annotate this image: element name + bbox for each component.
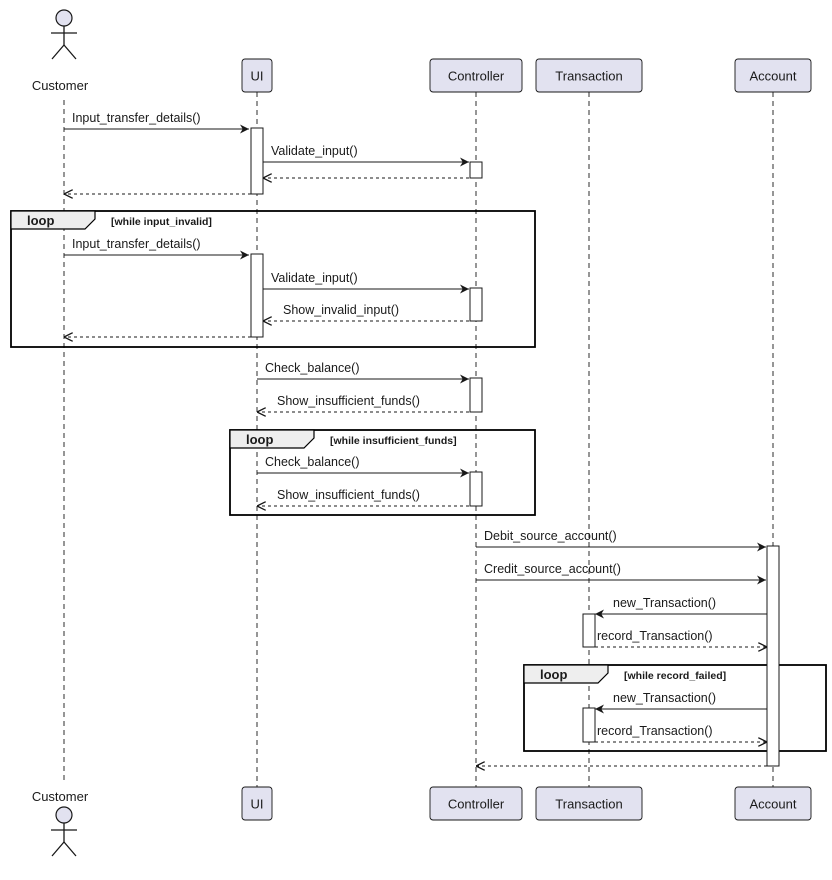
- fragment-keyword: loop: [246, 432, 273, 447]
- message-label: Check_balance(): [265, 455, 360, 469]
- message-label: Show_insufficient_funds(): [277, 488, 420, 502]
- loop-fragment: loop [while record_failed]: [523, 664, 827, 752]
- fragment-guard: [while input_invalid]: [111, 216, 212, 228]
- activation-bar-account: [766, 545, 780, 767]
- message-return: Show_invalid_input(): [263, 303, 469, 321]
- activation-bar-transaction: [582, 613, 596, 648]
- actor-head-icon: [55, 806, 73, 824]
- participant-ui-bottom: UI: [241, 786, 273, 821]
- actor-customer-top: Customer: [32, 9, 89, 93]
- participant-label: Transaction: [555, 69, 622, 84]
- message-label: Validate_input(): [271, 271, 358, 285]
- fragment-tab: [10, 210, 96, 230]
- participant-label: UI: [251, 797, 264, 812]
- participant-box: [429, 786, 523, 821]
- activation-bar-ui: [250, 127, 264, 195]
- message-call: new_Transaction(): [595, 691, 767, 714]
- activation-bar-controller: [469, 287, 483, 322]
- actor-leg-left: [51, 841, 65, 857]
- loop-fragment: loop [while input_invalid]: [10, 210, 536, 348]
- participant-box: [429, 58, 523, 93]
- fragment-frame: [10, 210, 536, 348]
- fragment-frame: [229, 429, 536, 516]
- activation-bar-controller: [469, 377, 483, 413]
- actor-leg-right: [63, 841, 77, 857]
- message-label: Validate_input(): [271, 144, 358, 158]
- message-label: Input_transfer_details(): [72, 111, 201, 125]
- participant-label: Customer: [32, 789, 89, 804]
- activation-bar-controller: [469, 161, 483, 179]
- fragment-keyword: loop: [540, 667, 567, 682]
- message-call: Input_transfer_details(): [64, 111, 249, 134]
- message-call: Debit_source_account(): [476, 529, 766, 552]
- participant-controller-bottom: Controller: [429, 786, 523, 821]
- message-label: Credit_source_account(): [484, 562, 621, 576]
- participant-box: [734, 786, 812, 821]
- message-label: Show_insufficient_funds(): [277, 394, 420, 408]
- message-return: record_Transaction(): [595, 629, 767, 647]
- message-return: Show_insufficient_funds(): [257, 394, 469, 412]
- participant-label: Account: [750, 797, 797, 812]
- message-call: Validate_input(): [263, 271, 469, 294]
- participant-label: UI: [251, 69, 264, 84]
- participant-label: Transaction: [555, 797, 622, 812]
- actor-head-icon: [55, 9, 73, 27]
- fragment-guard: [while record_failed]: [624, 670, 726, 682]
- message-call: new_Transaction(): [595, 596, 767, 619]
- fragment-tab: [229, 429, 315, 449]
- participant-box: [241, 786, 273, 821]
- activation-bar-controller: [469, 471, 483, 507]
- participant-label: Controller: [448, 797, 505, 812]
- message-label: new_Transaction(): [613, 596, 716, 610]
- message-label: new_Transaction(): [613, 691, 716, 705]
- activation-bar-ui: [250, 253, 264, 338]
- participant-transaction-top: Transaction: [535, 58, 643, 93]
- fragment-guard: [while insufficient_funds]: [330, 435, 457, 447]
- message-label: record_Transaction(): [597, 629, 713, 643]
- participant-account-top: Account: [734, 58, 812, 93]
- message-return: record_Transaction(): [595, 724, 767, 742]
- message-label: Debit_source_account(): [484, 529, 617, 543]
- fragment-keyword: loop: [27, 213, 54, 228]
- message-label: Input_transfer_details(): [72, 237, 201, 251]
- message-return: Show_insufficient_funds(): [257, 488, 469, 506]
- actor-customer-bottom: Customer: [32, 789, 89, 857]
- participant-box: [734, 58, 812, 93]
- activation-bar-transaction: [582, 707, 596, 743]
- participant-label: Controller: [448, 69, 505, 84]
- participant-label: Customer: [32, 78, 89, 93]
- actor-leg-left: [51, 44, 65, 60]
- loop-fragment: loop [while insufficient_funds]: [229, 429, 536, 516]
- participant-box: [535, 786, 643, 821]
- participant-controller-top: Controller: [429, 58, 523, 93]
- participant-box: [535, 58, 643, 93]
- message-call: Validate_input(): [263, 144, 469, 167]
- participant-ui-top: UI: [241, 58, 273, 93]
- message-label: Show_invalid_input(): [283, 303, 399, 317]
- message-call: Check_balance(): [257, 455, 469, 478]
- actor-leg-right: [63, 44, 77, 60]
- participant-box: [241, 58, 273, 93]
- message-label: Check_balance(): [265, 361, 360, 375]
- message-call: Input_transfer_details(): [64, 237, 249, 260]
- participant-label: Account: [750, 69, 797, 84]
- fragment-tab: [523, 664, 609, 684]
- message-call: Check_balance(): [257, 361, 469, 384]
- fragment-frame: [523, 664, 827, 752]
- message-label: record_Transaction(): [597, 724, 713, 738]
- message-call: Credit_source_account(): [476, 562, 766, 585]
- participant-transaction-bottom: Transaction: [535, 786, 643, 821]
- participant-account-bottom: Account: [734, 786, 812, 821]
